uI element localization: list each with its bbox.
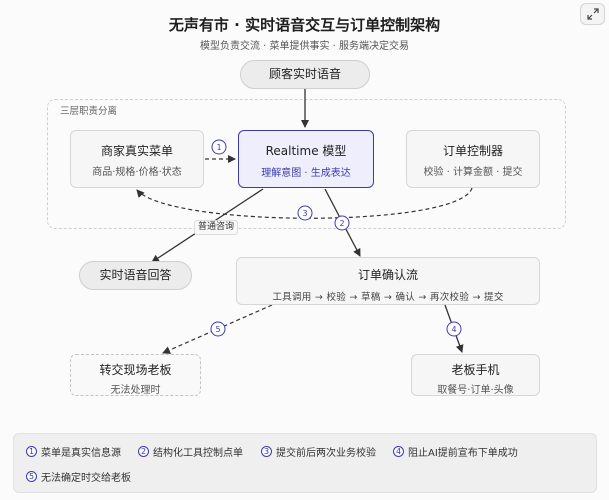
edge-badge-3: 3 [297,205,313,221]
legend-badge-2: 2 [138,446,149,457]
edge-badge-2: 2 [334,215,350,231]
group-label: 三层职责分离 [60,106,118,117]
three-layer-group [47,99,566,229]
node-order-controller[interactable]: 订单控制器 校验 · 计算金额 · 提交 [406,130,540,188]
legend-item-4: 4 阻止AI提前宣布下单成功 [393,444,518,459]
edge-badge-2-text: 2 [339,219,344,228]
node-owner-phone-title: 老板手机 [451,363,500,377]
node-merchant-menu-title: 商家真实菜单 [100,144,173,158]
expand-button[interactable] [580,3,605,25]
node-order-controller-sub: 校验 · 计算金额 · 提交 [423,167,523,178]
edge-label-general-inquiry: 普通咨询 [194,220,239,235]
node-handoff-owner-title: 转交现场老板 [99,363,172,377]
edge-badge-5-text: 5 [215,325,220,334]
legend-text-5: 无法确定时交给老板 [41,473,131,484]
node-handoff-owner-sub: 无法处理时 [110,385,161,396]
legend-text-3: 提交前后两次业务校验 [276,448,376,459]
edge-badge-4-text: 4 [451,325,456,334]
edge-badge-5: 5 [210,321,226,337]
legend-item-2: 2 结构化工具控制点单 [138,444,243,459]
legend-item-5: 5 无法确定时交给老板 [26,469,131,484]
node-order-flow-title: 订单确认流 [357,268,418,282]
node-voice-reply[interactable]: 实时语音回答 [79,261,192,290]
node-order-flow[interactable]: 订单确认流 工具调用 → 校验 → 草稿 → 确认 → 再次校验 → 提交 [236,257,540,305]
edge-badge-1-text: 1 [216,143,221,152]
node-owner-phone-sub: 取餐号·订单·头像 [437,385,514,396]
legend-item-3: 3 提交前后两次业务校验 [261,444,376,459]
node-realtime-model[interactable]: Realtime 模型 理解意图 · 生成表达 [238,130,374,188]
node-handoff-owner[interactable]: 转交现场老板 无法处理时 [70,354,201,396]
legend-text-2: 结构化工具控制点单 [153,448,243,459]
legend-badge-3: 3 [261,446,272,457]
legend-text-4: 阻止AI提前宣布下单成功 [408,448,518,459]
node-realtime-model-sub: 理解意图 · 生成表达 [261,168,351,179]
node-merchant-menu[interactable]: 商家真实菜单 商品·规格·价格·状态 [70,130,204,188]
page-title: 无声有市 · 实时语音交互与订单控制架构 [168,16,441,34]
node-realtime-model-title: Realtime 模型 [265,144,347,158]
edge-validation-loop [136,187,473,219]
node-owner-phone[interactable]: 老板手机 取餐号·订单·头像 [411,354,540,396]
legend-text-1: 菜单是真实信息源 [41,448,121,459]
legend-panel [13,433,597,493]
node-customer-voice[interactable]: 顾客实时语音 [240,60,370,89]
node-merchant-menu-sub: 商品·规格·价格·状态 [92,167,182,178]
edge-badge-1: 1 [211,139,227,155]
node-order-controller-title: 订单控制器 [442,144,503,158]
expand-icon [586,8,599,20]
legend-badge-5: 5 [26,471,37,482]
legend-badge-4: 4 [393,446,404,457]
legend-badge-1: 1 [26,446,37,457]
edge-badge-3-text: 3 [302,209,307,218]
node-order-flow-steps: 工具调用 → 校验 → 草稿 → 确认 → 再次校验 → 提交 [272,292,504,303]
page-subtitle: 模型负责交流 · 菜单提供事实 · 服务端决定交易 [199,41,410,52]
edge-badge-4: 4 [446,321,462,337]
legend-item-1: 1 菜单是真实信息源 [26,444,121,459]
